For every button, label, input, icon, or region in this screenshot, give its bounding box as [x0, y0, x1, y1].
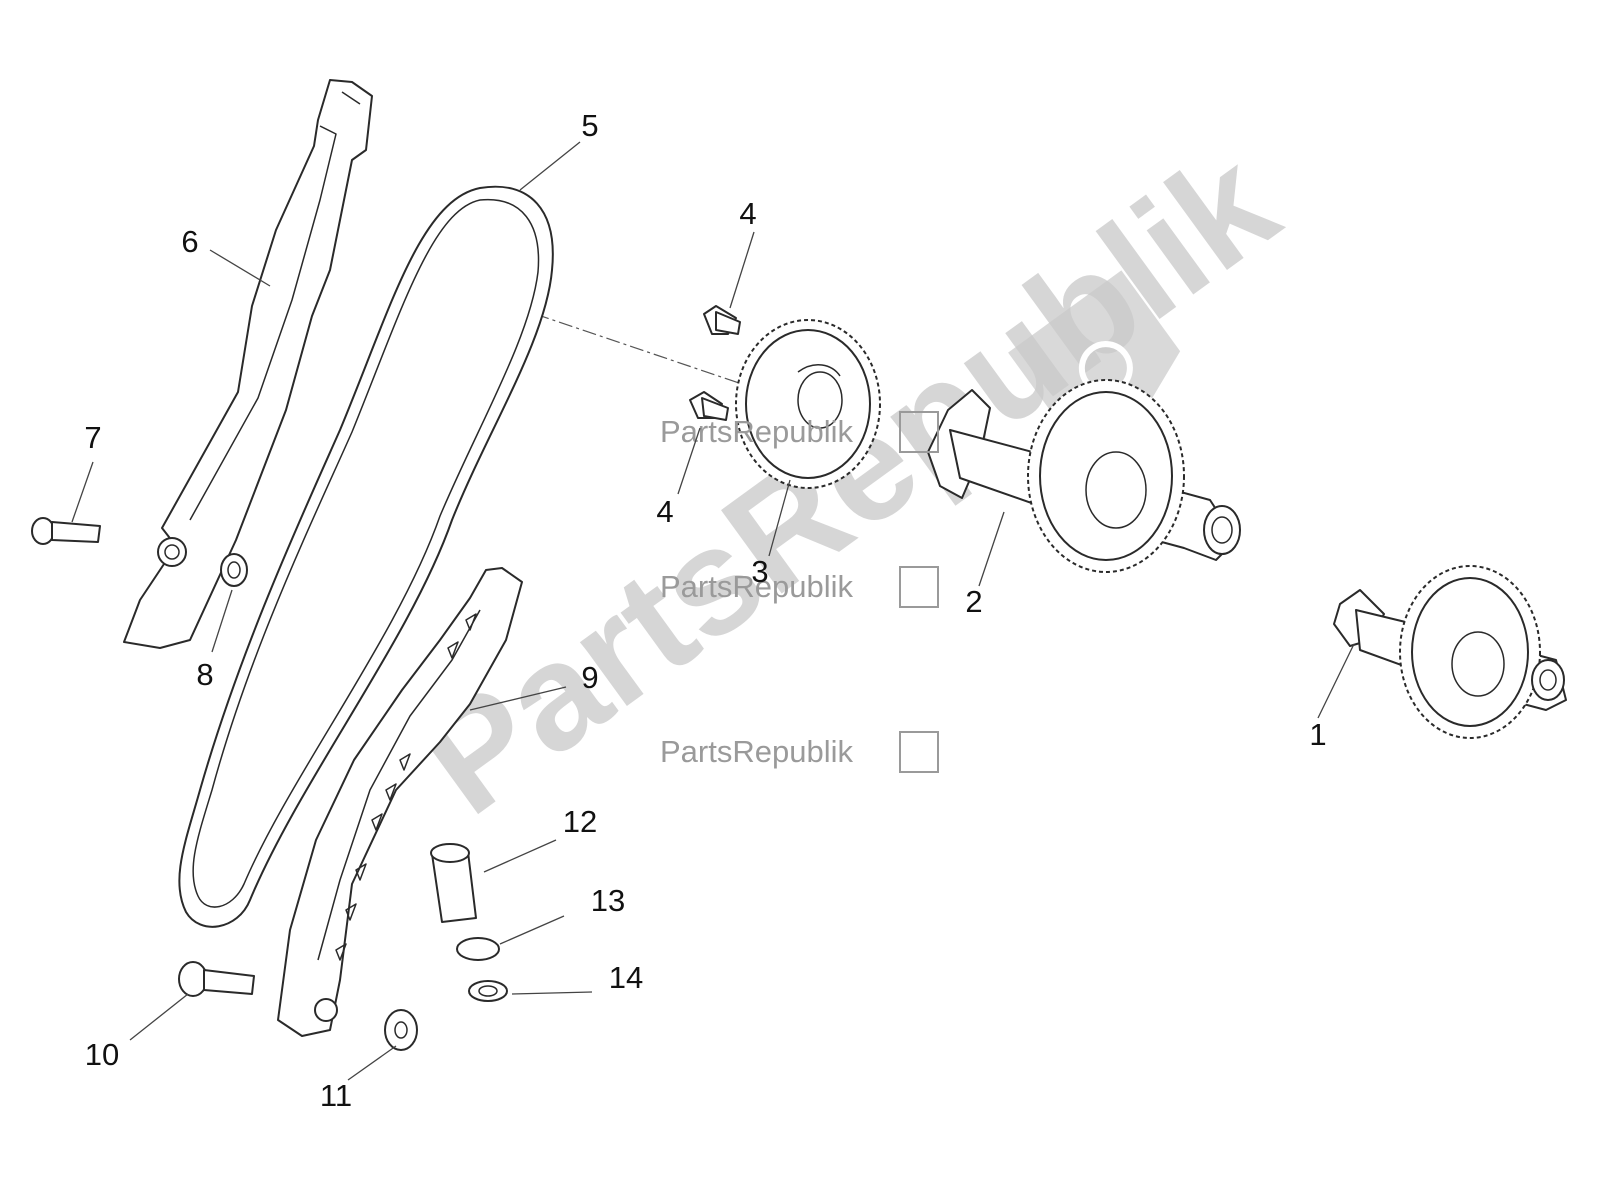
chain-tensioner-guide: [277, 567, 523, 1037]
gasket-14: [468, 980, 508, 1002]
callout-numbers: 1 2 3 4 4 5 6 7 8 9 10 11 12 13 14: [84, 108, 1326, 1113]
tensioner-plunger: [430, 843, 477, 923]
callout-13: 13: [591, 883, 625, 918]
callout-2: 2: [965, 584, 982, 619]
spacer-8: [220, 553, 248, 587]
watermark-small-3: PartsRepublik: [660, 731, 939, 773]
camshaft-1: [1333, 565, 1567, 739]
callout-6: 6: [181, 224, 198, 259]
callout-11: 11: [320, 1078, 352, 1113]
callout-4-lower: 4: [656, 494, 673, 529]
callout-1: 1: [1309, 717, 1326, 752]
chain-guide-upper: [123, 79, 373, 649]
callout-10: 10: [85, 1037, 119, 1072]
camshaft-2: [927, 379, 1241, 573]
callout-7: 7: [84, 420, 101, 455]
callout-8: 8: [196, 657, 213, 692]
watermark-gear-icon-1: [899, 411, 939, 453]
watermark-small-1: PartsRepublik: [660, 411, 939, 453]
watermark-small-text-2: PartsRepublik: [660, 569, 853, 604]
callout-4-upper: 4: [739, 196, 756, 231]
watermark-small-text-1: PartsRepublik: [660, 414, 853, 449]
watermark-gear-icon-3: [899, 731, 939, 773]
washer-11: [384, 1009, 418, 1051]
callout-3: 3: [751, 554, 768, 589]
watermark-small-text-3: PartsRepublik: [660, 734, 853, 769]
bolt-7: [31, 517, 101, 545]
callout-14: 14: [609, 960, 643, 995]
watermark-small-2: PartsRepublik: [660, 566, 939, 608]
callout-9: 9: [581, 660, 598, 695]
o-ring-13: [456, 937, 500, 961]
watermark-gear-icon-2: [899, 566, 939, 608]
timing-chain: [178, 185, 554, 928]
leader-lines: [71, 141, 1355, 1081]
bolt-10: [178, 961, 255, 997]
cam-sprocket: [735, 319, 881, 489]
screw-4-lower: [689, 391, 729, 421]
screw-4-upper: [703, 305, 741, 335]
callout-5: 5: [581, 108, 598, 143]
callout-12: 12: [563, 804, 597, 839]
